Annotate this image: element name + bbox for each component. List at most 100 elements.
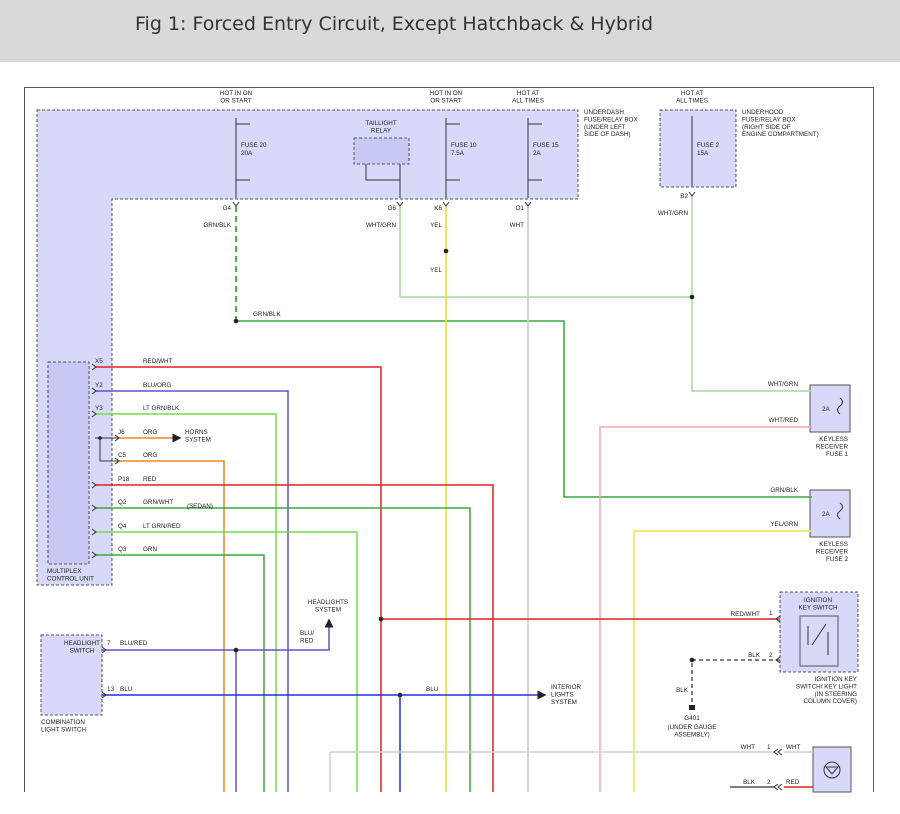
junction-dots: [233, 248, 695, 698]
wire-blk-ground: [691, 659, 780, 705]
keyless-fuse-2-rating: 2A: [822, 511, 831, 518]
wire-q2-grn-wht: [95, 507, 471, 792]
ground-name: G401: [684, 715, 700, 722]
fuse-20-rating: 20A: [241, 150, 253, 157]
ignition-switch-symbol: [807, 623, 829, 655]
wire-c5-org: [118, 460, 225, 792]
keyless-fuse-2-box: [809, 489, 851, 538]
wire-q4-lt-grn-red: [95, 531, 358, 792]
combo-wire-blu-right: BLU: [426, 686, 439, 693]
mcu-wire-q4: LT GRN/RED: [143, 523, 181, 530]
figure-title: Fig 1: Forced Entry Circuit, Except Hatc…: [135, 13, 654, 35]
wire-label-bottom-1-r: WHT: [786, 744, 800, 751]
mcu-internal-branch: [95, 437, 118, 462]
wire-label-ign-1: RED/WHT: [731, 611, 761, 618]
wire-y3-lt-grn-blk: [95, 413, 277, 792]
wire-label-blu-red-up: BLU/RED: [300, 630, 314, 644]
mcu-pin-y3: Y3: [95, 405, 103, 412]
underhood-fuse-relay-box: [659, 109, 737, 188]
bottom-pin-2: 2: [767, 779, 771, 786]
ignition-switch-inner: [799, 615, 839, 667]
connector-brackets: [91, 191, 783, 791]
fuse-2-name: FUSE 2: [697, 142, 720, 149]
wire-y2-blu-org: [95, 390, 289, 792]
keyless-fuse-1-rating: 2A: [822, 406, 831, 413]
mcu-wire-y2: BLU/ORG: [143, 382, 171, 389]
bottom-pin-1: 1: [767, 744, 771, 751]
wire-yel-grn: [633, 530, 812, 792]
combo-wire-7: BLU/RED: [120, 640, 148, 647]
taillight-relay-box: [353, 137, 410, 165]
underdash-fuse-relay-box: [36, 109, 579, 586]
wire-label-ign-2: BLK: [748, 652, 761, 659]
keyless-fuse-2-symbol: [837, 502, 843, 520]
multiplex-control-unit-box: [47, 361, 90, 565]
wire-label-blk-down: BLK: [676, 687, 689, 694]
ground-symbol: [689, 705, 695, 710]
mcu-pin-q2: Q2: [118, 499, 127, 506]
key-light-box: [812, 746, 852, 793]
mcu-pin-c5: C5: [118, 452, 127, 459]
wire-label-k6-below: YEL: [430, 267, 442, 274]
fuse-10-name: FUSE 10: [451, 142, 477, 149]
keyless-fuse-1-symbol: [837, 397, 843, 415]
underdash-internal-lines: [235, 116, 693, 198]
combo-pin-13: 13: [107, 686, 115, 693]
combo-pin-7: 7: [107, 640, 111, 647]
mcu-pin-q4: Q4: [118, 523, 127, 530]
wire-b2-wht-grn: [691, 196, 812, 392]
diagram-frame: [24, 87, 874, 792]
mcu-pin-y2: Y2: [95, 382, 103, 389]
wire-label-bottom-2-l: BLK: [743, 779, 756, 786]
wire-pin7-blu-red: [102, 618, 334, 651]
fuse-2-rating: 15A: [697, 150, 709, 157]
wire-wht-red: [599, 426, 812, 792]
wire-label-o1: WHT: [510, 222, 524, 229]
wire-label-kr1-in: WHT/GRN: [768, 381, 799, 388]
mcu-sedan-note: (SEDAN): [187, 503, 213, 510]
wire-label-g4: GRN/BLK: [203, 222, 231, 229]
mcu-wire-q3: GRN: [143, 546, 157, 553]
wire-label-kr1-out: WHT/RED: [769, 417, 799, 424]
wire-g6-wht-grn: [399, 206, 692, 298]
ignition-pin-2: 2: [769, 652, 773, 659]
mcu-wire-y3: LT GRN/BLK: [143, 405, 180, 412]
wire-p18-red: [95, 484, 494, 792]
fuse-10-rating: 7.5A: [451, 150, 465, 157]
terminal-b2: B2: [680, 193, 688, 200]
mcu-wire-j6: ORG: [143, 429, 157, 436]
mcu-wire-p18: RED: [143, 476, 157, 483]
wire-label-k6: YEL: [430, 222, 442, 229]
mcu-pin-j6: J6: [118, 429, 125, 436]
figure-header: Fig 1: Forced Entry Circuit, Except Hatc…: [0, 0, 900, 62]
wire-label-bottom-2-r: RED: [786, 779, 800, 786]
terminal-o1: O1: [516, 205, 525, 212]
wire-x5-red-wht: [95, 366, 382, 792]
terminal-k6: K6: [434, 205, 442, 212]
mcu-wire-q2: GRN/WHT: [143, 499, 173, 506]
wire-label-b2: WHT/GRN: [658, 210, 689, 217]
mcu-branch-junction: [98, 436, 102, 440]
headlight-switch-box: [40, 634, 103, 716]
fuse-15-rating: 2A: [533, 150, 542, 157]
mcu-wire-x5: RED/WHT: [143, 358, 173, 365]
combo-wire-13: BLU: [120, 686, 133, 693]
mcu-wire-c5: ORG: [143, 452, 157, 459]
mcu-pin-p18: P18: [118, 476, 130, 483]
